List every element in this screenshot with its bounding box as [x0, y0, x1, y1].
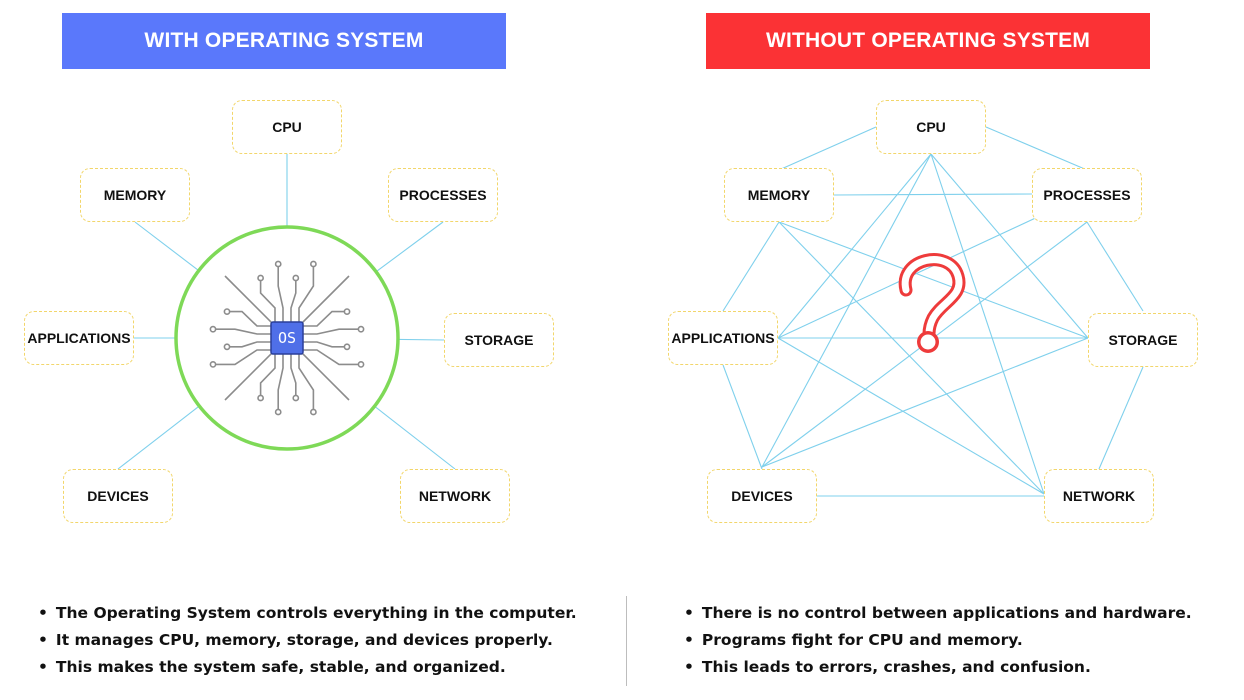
right-mesh-links [722, 126, 1144, 497]
without-os-notes: There is no control between applications… [684, 600, 1192, 681]
mesh-link [985, 126, 1088, 171]
circuit-pad [274, 260, 282, 268]
left-node-applications: APPLICATIONS [24, 311, 134, 365]
question-mark-icon [898, 253, 966, 353]
circuit-pad [223, 308, 231, 315]
circuit-pad [343, 308, 351, 315]
right-node-cpu: CPU [876, 100, 986, 154]
note-item: This leads to errors, crashes, and confu… [684, 654, 1192, 681]
circuit-trace [290, 354, 297, 398]
right-node-memory: MEMORY [724, 168, 834, 222]
circuit-trace [303, 310, 347, 327]
right-node-applications: APPLICATIONS [668, 311, 778, 365]
circuit-trace [298, 354, 315, 412]
mesh-link [722, 221, 780, 312]
circuit-trace [298, 264, 315, 322]
note-item: This makes the system safe, stable, and … [38, 654, 577, 681]
left-node-cpu: CPU [232, 100, 342, 154]
circuit-pad [343, 343, 351, 351]
circuit-pad [257, 274, 264, 282]
os-chip [270, 321, 304, 355]
note-item: There is no control between applications… [684, 600, 1192, 627]
note-item: It manages CPU, memory, storage, and dev… [38, 627, 577, 654]
mesh-link [722, 364, 763, 470]
circuit-trace [259, 354, 276, 398]
circuit-pad [274, 408, 282, 416]
circuit-pad [223, 343, 231, 351]
note-item: The Operating System controls everything… [38, 600, 577, 627]
circuit-trace [213, 349, 271, 366]
mesh-link [1086, 221, 1144, 312]
mesh-link [833, 193, 1033, 196]
circuit-pad [309, 260, 317, 268]
left-node-network: NETWORK [400, 469, 510, 523]
circuit-pad [357, 360, 365, 368]
circuit-pad [292, 394, 300, 402]
circuit-pad [292, 274, 300, 282]
right-node-devices: DEVICES [707, 469, 817, 523]
circuit-trace [303, 341, 347, 348]
circuit-trace [277, 264, 284, 322]
mesh-link [1098, 366, 1144, 470]
mesh-link [778, 221, 1089, 339]
circuit-trace [213, 328, 271, 335]
mesh-link [930, 153, 1089, 339]
mesh-link [778, 221, 1045, 495]
circuit-pad [257, 394, 264, 402]
mesh-link [761, 153, 932, 468]
with-os-banner: WITH OPERATING SYSTEM [62, 13, 506, 69]
circuit-pad [209, 325, 217, 333]
circuit-trace [259, 278, 276, 322]
with-os-notes: The Operating System controls everything… [38, 600, 577, 681]
circuit-trace [303, 349, 361, 366]
note-item: Programs fight for CPU and memory. [684, 627, 1192, 654]
circuit-pad [309, 408, 317, 416]
left-node-storage: STORAGE [444, 313, 554, 367]
without-os-banner: WITHOUT OPERATING SYSTEM [706, 13, 1150, 69]
circuit-trace [290, 278, 297, 322]
circuit-trace [303, 328, 361, 335]
circuit-trace [227, 341, 271, 348]
right-node-network: NETWORK [1044, 469, 1154, 523]
left-node-processes: PROCESSES [388, 168, 498, 222]
section-divider [626, 596, 627, 686]
os-chip-label: OS [278, 329, 296, 347]
mesh-link [777, 153, 932, 339]
mesh-link [930, 153, 1045, 495]
right-node-storage: STORAGE [1088, 313, 1198, 367]
left-node-devices: DEVICES [63, 469, 173, 523]
mesh-link [761, 337, 1089, 468]
circuit-pad [357, 325, 365, 333]
circuit-pad [209, 360, 217, 368]
mesh-link [778, 126, 877, 171]
left-node-memory: MEMORY [80, 168, 190, 222]
circuit-trace [227, 310, 271, 327]
circuit-trace [277, 354, 284, 412]
right-node-processes: PROCESSES [1032, 168, 1142, 222]
mesh-link [777, 337, 1045, 495]
